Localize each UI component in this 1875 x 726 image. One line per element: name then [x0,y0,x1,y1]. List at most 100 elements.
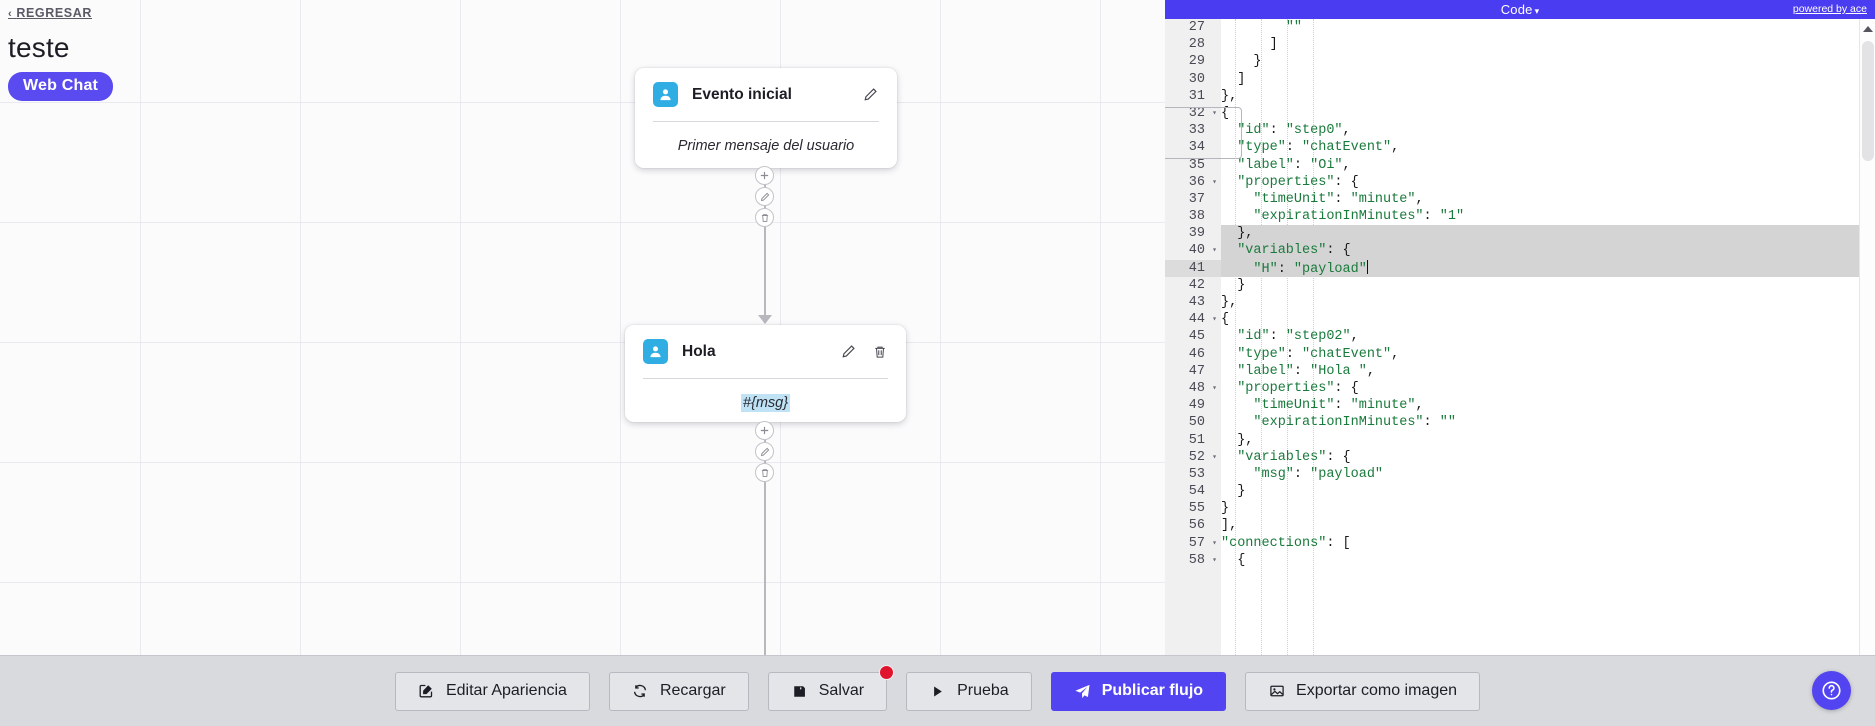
gutter-line-41[interactable]: 41 [1165,259,1221,277]
gutter-line-52[interactable]: 52▾ [1188,449,1217,465]
code-panel-title-dropdown[interactable]: Code▾ [1501,2,1540,17]
gutter-line-50[interactable]: 50 [1188,415,1205,431]
gutter-line-29[interactable]: 29 [1188,54,1205,70]
gutter-line-33[interactable]: 33 [1188,123,1205,139]
gutter-line-36[interactable]: 36▾ [1188,174,1217,190]
code-line-52[interactable]: "variables": { [1237,449,1351,465]
code-line-38[interactable]: "expirationInMinutes": "1" [1253,209,1465,225]
fold-toggle-icon[interactable]: ▾ [1212,108,1217,118]
code-line-34[interactable]: "type": "chatEvent", [1237,140,1400,156]
gutter-line-32[interactable]: 32▾ [1188,105,1217,121]
flow-node-evento-inicial[interactable]: Evento inicial Primer mensaje del usuari… [635,68,897,168]
code-line-44[interactable]: { [1221,312,1230,328]
code-line-31[interactable]: }, [1221,88,1238,104]
help-button[interactable] [1812,671,1851,710]
fold-toggle-icon[interactable]: ▾ [1212,177,1217,187]
edit-step-button[interactable] [755,442,774,461]
gutter-line-45[interactable]: 45 [1188,329,1205,345]
code-line-41[interactable]: "H": "payload" [1221,259,1859,277]
delete-step-button[interactable] [755,463,774,482]
code-line-40[interactable]: "variables": { [1221,242,1859,260]
editar-apariencia-button[interactable]: Editar Apariencia [394,671,590,711]
flow-canvas[interactable]: ‹ REGRESAR teste Web Chat Evento inicial [0,0,1165,655]
code-line-47[interactable]: "label": "Hola ", [1237,363,1375,379]
editor-code-area[interactable]: "" ] } ]},{ "id": "step0", "type": "chat… [1221,19,1859,655]
code-line-51[interactable]: }, [1221,432,1254,448]
gutter-line-28[interactable]: 28 [1188,37,1205,53]
code-line-50[interactable]: "expirationInMinutes": "" [1253,415,1456,431]
gutter-line-40[interactable]: 40▾ [1188,243,1217,259]
gutter-line-53[interactable]: 53 [1188,466,1205,482]
code-line-33[interactable]: "id": "step0", [1237,123,1351,139]
code-line-53[interactable]: "msg": "payload" [1253,466,1384,482]
add-step-button[interactable] [755,421,774,440]
editor-vertical-scrollbar[interactable] [1859,19,1875,655]
back-link[interactable]: ‹ REGRESAR [8,6,92,20]
gutter-line-46[interactable]: 46 [1188,346,1205,362]
gutter-line-34[interactable]: 34 [1188,140,1205,156]
edit-step-button[interactable] [755,187,774,206]
publicar-flujo-button[interactable]: Publicar flujo [1050,671,1227,711]
gutter-line-37[interactable]: 37 [1188,191,1205,207]
trash-icon[interactable] [871,343,888,360]
gutter-line-44[interactable]: 44▾ [1188,312,1217,328]
pencil-icon[interactable] [840,343,857,360]
flow-node-hola[interactable]: Hola #{msg} [625,325,906,422]
fold-toggle-icon[interactable]: ▾ [1212,315,1217,325]
fold-toggle-icon[interactable]: ▾ [1212,246,1217,256]
fold-toggle-icon[interactable]: ▾ [1212,452,1217,462]
gutter-line-48[interactable]: 48▾ [1188,380,1217,396]
fold-toggle-icon[interactable]: ▾ [1212,383,1217,393]
gutter-line-56[interactable]: 56 [1188,518,1205,534]
fold-toggle-icon[interactable]: ▾ [1212,555,1217,565]
powered-by-ace-link[interactable]: powered by ace [1792,3,1867,15]
add-step-button[interactable] [755,166,774,185]
gutter-line-27[interactable]: 27 [1188,20,1205,35]
gutter-line-43[interactable]: 43 [1188,295,1205,310]
gutter-line-47[interactable]: 47 [1188,363,1205,379]
code-line-28[interactable]: ] [1221,37,1278,53]
gutter-line-38[interactable]: 38 [1188,209,1205,225]
gutter-line-54[interactable]: 54 [1188,484,1205,500]
code-line-29[interactable]: } [1221,54,1262,70]
gutter-line-31[interactable]: 31 [1188,88,1205,104]
code-line-30[interactable]: ] [1221,71,1246,87]
salvar-button[interactable]: Salvar [767,664,895,711]
scroll-up-icon[interactable] [1863,26,1873,32]
code-line-58[interactable]: { [1221,552,1246,568]
code-line-48[interactable]: "properties": { [1237,380,1359,396]
code-line-46[interactable]: "type": "chatEvent", [1237,346,1400,362]
gutter-line-42[interactable]: 42 [1188,277,1205,293]
fold-region-widget[interactable] [1165,107,1242,159]
code-line-45[interactable]: "id": "step02", [1237,329,1359,345]
code-line-57[interactable]: "connections": [ [1221,535,1351,551]
gutter-line-49[interactable]: 49 [1188,398,1205,414]
gutter-line-35[interactable]: 35 [1188,157,1205,173]
gutter-line-39[interactable]: 39 [1188,226,1205,242]
delete-step-button[interactable] [755,208,774,227]
gutter-line-51[interactable]: 51 [1188,432,1205,448]
exportar-como-imagen-button[interactable]: Exportar como imagen [1245,671,1481,711]
code-line-32[interactable]: { [1221,105,1230,121]
pencil-icon[interactable] [862,86,879,103]
gutter-line-55[interactable]: 55 [1188,501,1205,517]
code-line-43[interactable]: }, [1221,295,1238,310]
code-line-37[interactable]: "timeUnit": "minute", [1253,191,1424,207]
scrollbar-thumb[interactable] [1862,41,1874,161]
code-line-42[interactable]: } [1221,277,1246,293]
gutter-line-57[interactable]: 57▾ [1188,535,1217,551]
code-line-49[interactable]: "timeUnit": "minute", [1253,398,1424,414]
code-line-35[interactable]: "label": "Oi", [1237,157,1351,173]
code-line-55[interactable]: } [1221,501,1230,517]
prueba-button[interactable]: Prueba [906,671,1032,711]
gutter-line-58[interactable]: 58▾ [1188,552,1217,568]
recargar-button[interactable]: Recargar [608,671,749,711]
gutter-line-30[interactable]: 30 [1188,71,1205,87]
code-line-54[interactable]: } [1221,484,1246,500]
code-line-27[interactable]: "" [1285,20,1303,35]
fold-toggle-icon[interactable]: ▾ [1212,538,1217,548]
code-line-56[interactable]: ], [1221,518,1238,534]
code-line-36[interactable]: "properties": { [1237,174,1359,190]
